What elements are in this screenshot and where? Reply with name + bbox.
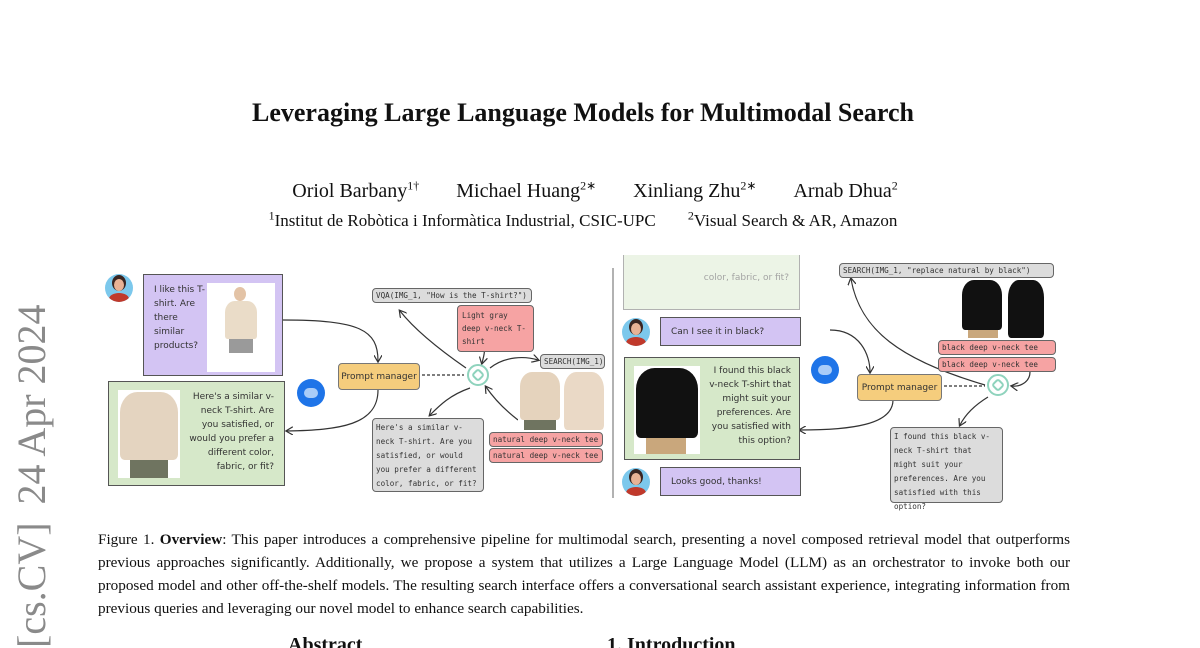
- affiliation: 2Visual Search & AR, Amazon: [687, 208, 898, 230]
- caption-bold: Overview: [159, 531, 223, 548]
- figure-caption: Figure 1. Overview: This paper introduce…: [98, 528, 1070, 620]
- assistant-bot-icon: [297, 379, 325, 407]
- user-message-text: I like this T-shirt. Are there similar p…: [154, 285, 206, 351]
- product-photo: [634, 366, 700, 454]
- author: Michael Huang2∗: [456, 178, 597, 202]
- author: Oriol Barbany1†: [292, 178, 420, 202]
- author-list: Oriol Barbany1† Michael Huang2∗ Xinliang…: [0, 178, 1190, 203]
- previous-assistant-message: color, fabric, or fit?: [623, 255, 800, 310]
- product-photo: [118, 390, 180, 478]
- assistant-message-text: I found this black v-neck T-shirt that m…: [709, 366, 791, 446]
- product-photo: [207, 283, 275, 372]
- user-avatar-icon: [105, 274, 133, 302]
- search-call: SEARCH(IMG_1): [540, 354, 605, 369]
- affiliation: 1Institut de Robòtica i Informàtica Indu…: [268, 208, 656, 230]
- author: Arnab Dhua2: [793, 178, 898, 202]
- llm-response-box: Here's a similar v-neck T-shirt. Are you…: [372, 418, 484, 492]
- search-result-label: natural deep v-neck tee: [489, 448, 603, 463]
- openai-llm-icon: [467, 364, 489, 386]
- caption-label: Figure 1.: [98, 531, 155, 548]
- assistant-bot-icon: [811, 356, 839, 384]
- llm-response-box: I found this black v-neck T-shirt that m…: [890, 427, 1003, 511]
- prompt-manager-box: Prompt manager: [857, 374, 942, 401]
- user-message-bubble: Looks good, thanks!: [660, 467, 801, 496]
- abstract-heading: Abstract: [288, 634, 363, 648]
- search-result-label: black deep v-neck tee: [938, 357, 1056, 372]
- user-avatar-icon: [622, 468, 650, 496]
- search-result-photos: [960, 280, 1046, 338]
- paper-title: Leveraging Large Language Models for Mul…: [252, 98, 914, 127]
- search-call: SEARCH(IMG_1, "replace natural by black"…: [839, 263, 1054, 278]
- user-message-bubble: Can I see it in black?: [660, 317, 801, 346]
- vqa-answer: Light gray deep v-neck T-shirt: [457, 305, 534, 352]
- introduction-heading: 1. Introduction: [607, 634, 736, 648]
- assistant-message-text: Here's a similar v-neck T-shirt. Are you…: [189, 392, 274, 472]
- prompt-manager-box: Prompt manager: [338, 363, 420, 390]
- openai-llm-icon: [987, 374, 1009, 396]
- user-avatar-icon: [622, 318, 650, 346]
- search-result-label: black deep v-neck tee: [938, 340, 1056, 355]
- caption-text: : This paper introduces a comprehensive …: [98, 531, 1070, 617]
- search-result-label: natural deep v-neck tee: [489, 432, 603, 447]
- affiliations: 1Institut de Robòtica i Informàtica Indu…: [0, 208, 1166, 231]
- search-result-photos: [518, 372, 605, 430]
- vqa-call: VQA(IMG_1, "How is the T-shirt?"): [372, 288, 532, 303]
- author: Xinliang Zhu2∗: [633, 178, 757, 202]
- faded-message-text: color, fabric, or fit?: [703, 273, 789, 283]
- user-message-text: Looks good, thanks!: [671, 477, 762, 487]
- user-message-text: Can I see it in black?: [671, 327, 765, 337]
